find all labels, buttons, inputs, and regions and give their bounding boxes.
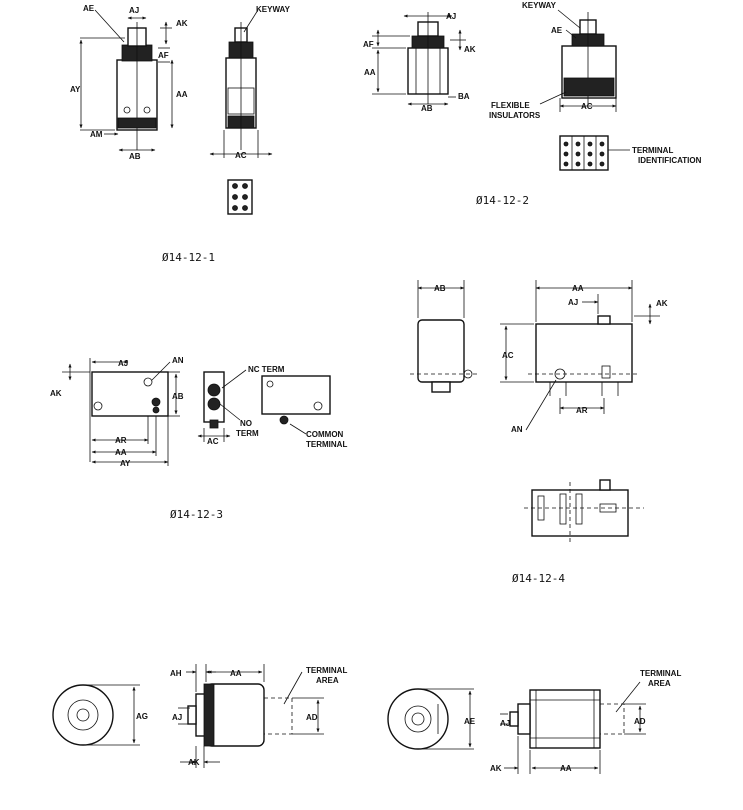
fig2-label-aa: AA [364,68,376,77]
figure-014-12-4: AB AA AJ AK [410,280,668,585]
fig4-label-aa: AA [572,284,584,293]
fig4-label-ar: AR [576,406,588,415]
fig6-label-area: AREA [648,679,671,688]
fig3-label-an: AN [172,356,184,365]
fig6-label-aa: AA [560,764,572,773]
fig4-label-an: AN [511,425,523,434]
fig3-label-nc-term: NC TERM [248,365,285,374]
fig3-front-view [62,358,180,466]
fig4-label-ac: AC [502,351,514,360]
fig6-side-view [468,681,646,774]
fig2-label-ab: AB [421,104,433,113]
fig1-terminal-view [227,179,253,215]
fig5-label-ak: AK [188,758,200,767]
fig3-label-ab: AB [172,392,184,401]
figure-bottom-left: AH AA TERMINAL AREA AG AJ AD AK [52,664,347,768]
fig1-label-aa: AA [176,90,188,99]
fig2-dimensions [372,14,466,106]
fig2-label-keyway: KEYWAY [522,1,557,10]
fig2-label-identification: IDENTIFICATION [638,156,702,165]
fig4-caption: Ø14-12-4 [512,572,565,585]
fig1-label-ac: AC [235,151,247,160]
fig3-label-no-term: TERM [236,429,259,438]
fig1-front-view [116,22,158,150]
fig6-label-ad: AD [634,717,646,726]
fig4-label-aj: AJ [568,298,578,307]
fig6-label-ak: AK [490,764,502,773]
fig5-side-view [132,664,324,768]
fig2-label-insulators: INSULATORS [489,111,541,120]
fig3-label-aj: AJ [118,359,128,368]
fig5-label-area: AREA [316,676,339,685]
fig5-label-ad: AD [306,713,318,722]
figure-014-12-3: AJ AN AK AB AR AA AY NC TERM NO TERM AC [50,356,347,521]
fig2-label-flexible: FLEXIBLE [491,101,530,110]
fig1-caption: Ø14-12-1 [162,251,215,264]
fig2-label-terminal: TERMINAL [632,146,673,155]
fig3-back-view [261,375,331,435]
figure-bottom-right: TERMINAL AREA AE AJ AD AK AA [387,669,681,774]
fig6-label-terminal: TERMINAL [640,669,681,678]
fig3-label-common-terminal: TERMINAL [306,440,347,449]
fig5-label-aa: AA [230,669,242,678]
fig5-label-ag: AG [136,712,148,721]
fig2-terminal-identification [559,135,630,171]
fig1-label-aj: AJ [129,6,139,15]
fig2-label-ae: AE [551,26,563,35]
fig1-label-am: AM [90,130,103,139]
fig2-front-view [407,12,449,104]
fig4-end-view [410,280,480,393]
fig1-dimensions [79,9,174,152]
figure-014-12-1: AE AJ AK AF AY AA AM AB KEYWAY AC [70,4,291,264]
fig4-label-ak: AK [656,299,668,308]
fig1-label-ak: AK [176,19,188,28]
fig2-label-ak: AK [464,45,476,54]
fig3-label-ak: AK [50,389,62,398]
fig5-label-aj: AJ [172,713,182,722]
fig3-label-common: COMMON [306,430,344,439]
fig2-label-ac: AC [581,102,593,111]
fig3-label-no: NO [240,419,252,428]
fig2-label-af: AF [363,40,374,49]
fig6-label-aj: AJ [500,719,510,728]
fig1-label-keyway: KEYWAY [256,5,291,14]
fig3-caption: Ø14-12-3 [170,508,223,521]
fig1-side-view [209,9,273,158]
fig4-bottom-view [524,479,644,542]
fig3-label-aa: AA [115,448,127,457]
fig6-label-ae: AE [464,717,476,726]
fig1-label-ab: AB [129,152,141,161]
fig1-label-ae: AE [83,4,95,13]
fig2-caption: Ø14-12-2 [476,194,529,207]
fig1-label-af: AF [158,51,169,60]
fig4-front-view [500,280,660,431]
figure-014-12-2: AJ AK AF AA AB BA KEYWAY AE FLEXIBLE INS… [363,1,702,207]
fig3-label-ar: AR [115,436,127,445]
fig5-label-terminal: TERMINAL [306,666,347,675]
fig2-label-aj: AJ [446,12,456,21]
fig3-label-ac: AC [207,437,219,446]
fig3-side-view [197,369,247,442]
fig5-label-ah: AH [170,669,182,678]
fig1-label-ay: AY [70,85,81,94]
fig4-label-ab: AB [434,284,446,293]
fig2-side-view [539,9,617,112]
fig3-label-ay: AY [120,459,131,468]
fig5-end-view [52,684,140,746]
fig2-label-ba: BA [458,92,470,101]
fig6-end-view [387,688,474,750]
